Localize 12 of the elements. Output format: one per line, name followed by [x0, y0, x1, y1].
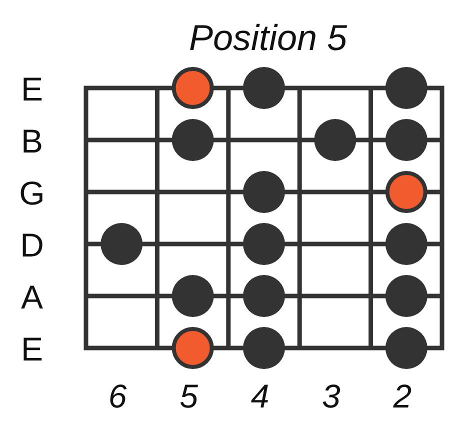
string-name: B — [21, 124, 43, 158]
string-name: E — [21, 72, 43, 106]
fret-number: 3 — [322, 380, 340, 412]
string-name: A — [21, 280, 43, 314]
diagram-title: Position 5 — [188, 20, 348, 56]
string-name: D — [20, 228, 44, 262]
fret-number: 6 — [108, 380, 127, 412]
fret-number: 4 — [250, 380, 270, 412]
string-name: G — [19, 176, 45, 210]
string-name: E — [21, 332, 43, 366]
fret-number: 5 — [180, 380, 198, 412]
fret-number: 2 — [393, 380, 412, 412]
